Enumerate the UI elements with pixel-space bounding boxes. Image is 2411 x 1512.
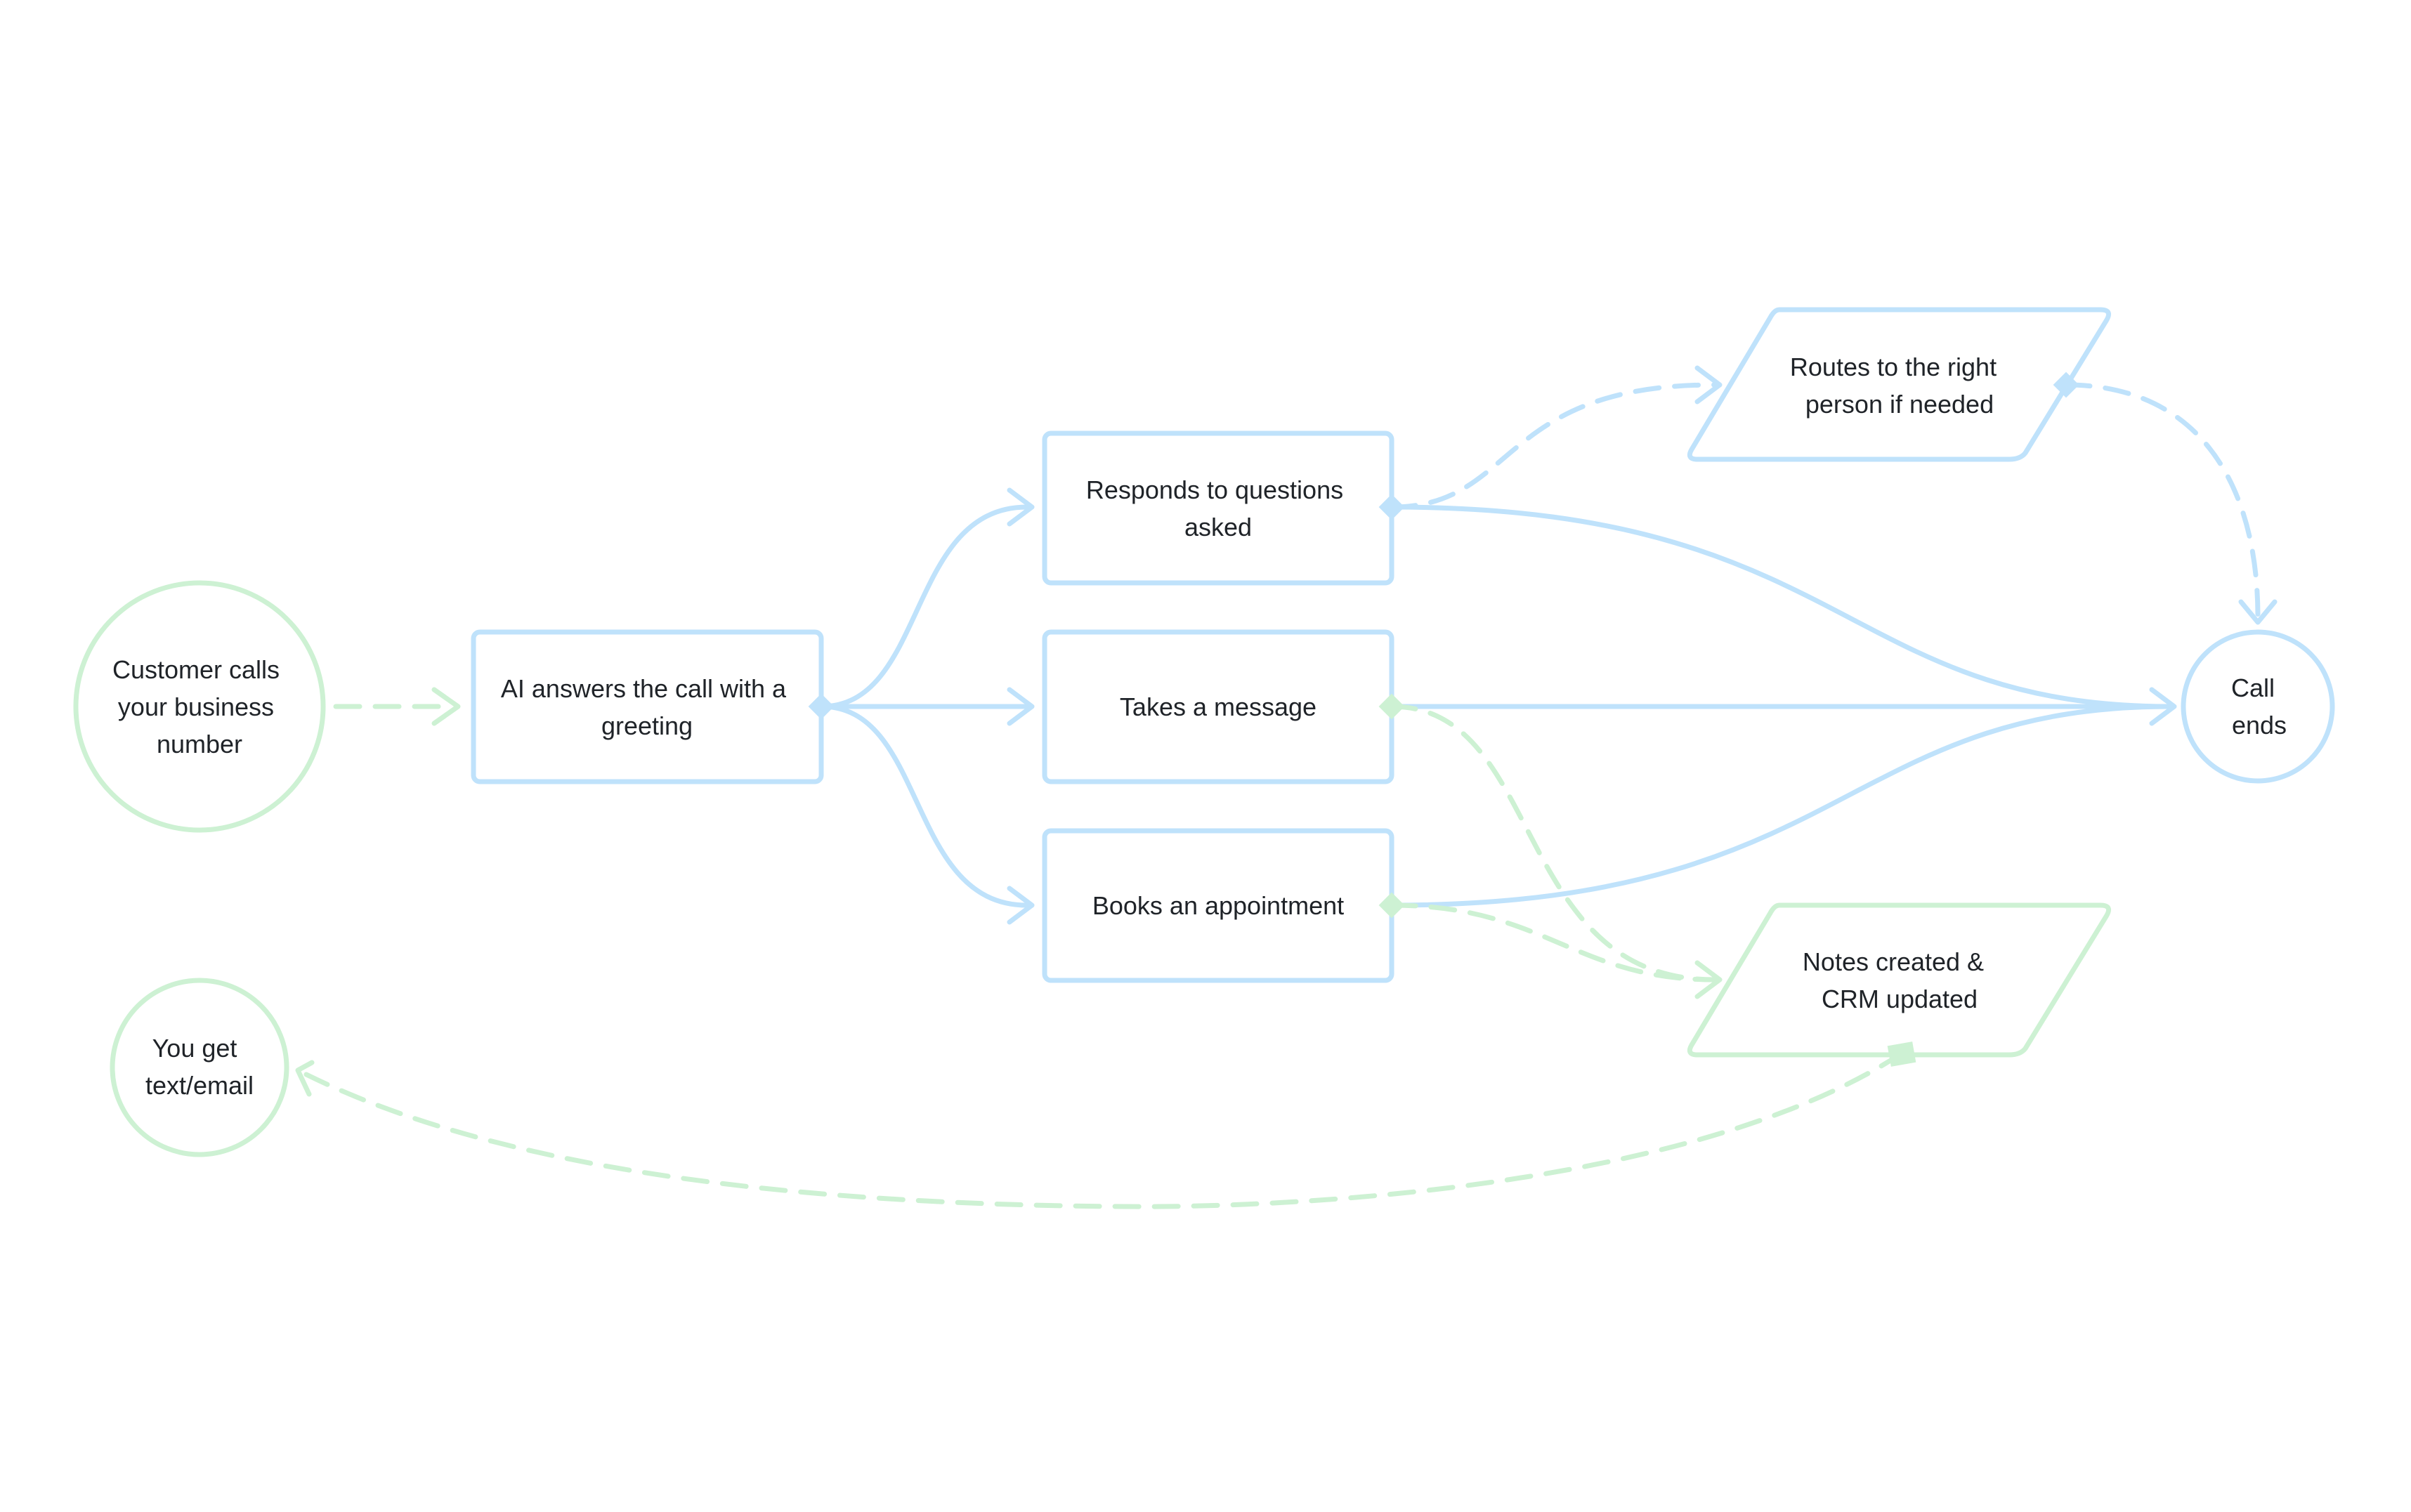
- svg-text:Books an appointment: Books an appointment: [1092, 891, 1344, 920]
- node-label-line: Customer calls: [112, 655, 280, 684]
- node-label-line: AI answers the call with a: [501, 674, 787, 703]
- node-notes-crm-updated[interactable]: Notes created & CRM updated: [1687, 902, 2112, 1067]
- svg-text:Takes a message: Takes a message: [1120, 692, 1316, 721]
- arrowhead-notes: [1694, 960, 1723, 999]
- edge-ai-to-books: [818, 704, 1035, 925]
- node-customer-calls[interactable]: Customer calls your business number: [73, 580, 326, 833]
- node-label-line: greeting: [601, 711, 693, 740]
- node-label-line: You get: [152, 1034, 237, 1063]
- node-responds-to-questions[interactable]: Responds to questions asked: [1042, 430, 1405, 586]
- node-takes-a-message[interactable]: Takes a message: [1042, 629, 1405, 784]
- node-label-line: Books an appointment: [1092, 891, 1344, 920]
- node-label-line: Notes created &: [1803, 947, 1984, 976]
- rect-shape: [471, 629, 824, 784]
- port-marker: [1378, 892, 1405, 919]
- edge-notes-to-you-get: [295, 1051, 1904, 1209]
- node-you-get-text-email[interactable]: You get text/email: [110, 978, 289, 1157]
- circle-shape: [110, 978, 289, 1157]
- node-label-line: number: [157, 730, 242, 758]
- svg-text:AI answers the call with a: AI answers the call with a greeting: [501, 674, 793, 740]
- edge-responds-to-routes: [1389, 365, 1723, 510]
- node-books-an-appointment[interactable]: Books an appointment: [1042, 828, 1405, 983]
- node-label-line: Routes to the right: [1790, 353, 1997, 381]
- edge-ai-to-responds: [818, 487, 1035, 709]
- node-call-ends[interactable]: Call ends: [2181, 629, 2335, 784]
- svg-text:Routes to the right pers: Routes to the right person if needed: [1790, 353, 2004, 419]
- port-marker: [1378, 494, 1405, 520]
- svg-text:Call ends: Call ends: [2231, 673, 2287, 739]
- node-label-line: your business: [118, 692, 274, 721]
- node-label-line: asked: [1184, 513, 1252, 541]
- edge-responds-to-call-ends: [1389, 504, 2174, 709]
- edge-routes-to-call-ends: [2063, 382, 2278, 625]
- edge-customer-to-ai: [333, 687, 461, 726]
- port-marker: [1378, 693, 1405, 720]
- edge-books-to-call-ends: [1389, 704, 2174, 908]
- rect-shape: [1042, 430, 1394, 586]
- node-label-line: Responds to questions: [1086, 475, 1343, 504]
- circle-shape: [73, 580, 326, 833]
- edges: [295, 365, 2278, 1209]
- parallelogram-shape: [1687, 902, 2112, 1058]
- edge-takes-message-to-notes: [1389, 704, 1717, 982]
- arrowhead-call-ends: [2149, 687, 2177, 726]
- node-label-line: Takes a message: [1120, 692, 1316, 721]
- svg-text:Responds to questions as: Responds to questions asked: [1086, 475, 1350, 541]
- node-routes-to-right-person[interactable]: Routes to the right person if needed: [1687, 307, 2112, 462]
- node-label-line: person if needed: [1805, 390, 1994, 419]
- svg-text:Customer calls your busi: Customer calls your business number: [112, 655, 287, 758]
- svg-text:Notes created & CRM upda: Notes created & CRM updated: [1803, 947, 1991, 1013]
- node-label-line: Call: [2231, 673, 2275, 702]
- edge-ai-to-takes-message: [818, 687, 1035, 726]
- node-label-line: text/email: [145, 1071, 254, 1100]
- node-label-line: CRM updated: [1822, 985, 1978, 1013]
- edge-books-to-notes: [1389, 902, 1717, 982]
- port-marker: [2053, 372, 2079, 398]
- port-marker: [1887, 1041, 1916, 1067]
- node-label-line: ends: [2232, 711, 2287, 739]
- svg-text:You get text/email: You get text/email: [145, 1034, 254, 1100]
- circle-shape: [2181, 629, 2335, 784]
- parallelogram-shape: [1687, 307, 2112, 462]
- port-marker: [808, 693, 835, 720]
- node-ai-answers[interactable]: AI answers the call with a greeting: [471, 629, 835, 784]
